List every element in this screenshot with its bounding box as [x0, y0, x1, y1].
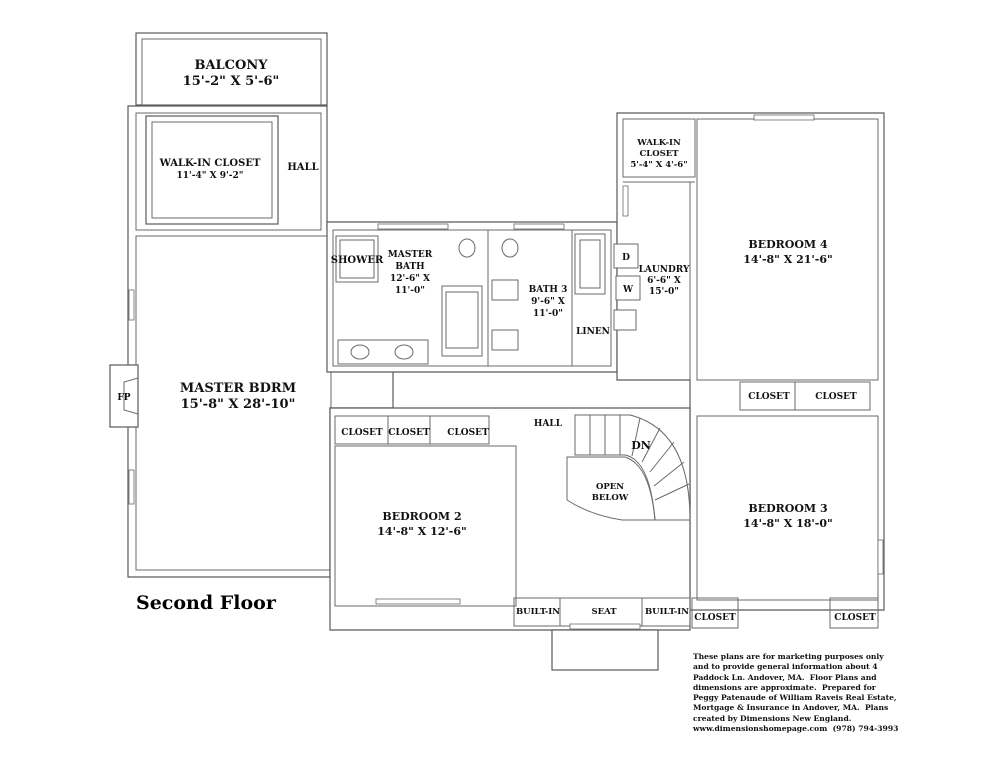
disclaimer-line: and to provide general information about… — [693, 662, 878, 672]
disclaimer-line: www.dimensionshomepage.com (978) 794-399… — [693, 724, 899, 734]
walkin-master-label: WALK-IN CLOSET — [159, 158, 261, 169]
open-below-line2: BELOW — [592, 493, 629, 503]
bedroom2-dims: 14'-8" X 12'-6" — [377, 525, 466, 538]
walkin-master-dims: 11'-4" X 9'-2" — [177, 171, 244, 181]
closet-b3-right-label: CLOSET — [834, 613, 876, 623]
walls — [109, 32, 885, 671]
builtin-right-label: BUILT-IN — [645, 607, 689, 617]
stair-label: DN — [631, 439, 651, 452]
seat-label: SEAT — [591, 607, 617, 617]
closet-2-label: CLOSET — [388, 428, 430, 438]
fixtures — [335, 233, 641, 365]
walkin-bed4-line2: CLOSET — [639, 149, 679, 159]
shower-label: SHOWER — [331, 255, 384, 266]
disclaimer-line: Peggy Patenaude of William Raveis Real E… — [693, 693, 897, 703]
master-bath-line1: MASTER — [388, 250, 433, 260]
closet-1-label: CLOSET — [341, 428, 383, 438]
bedroom3-label: BEDROOM 3 — [748, 502, 827, 515]
bedroom4-label: BEDROOM 4 — [748, 238, 828, 251]
bedroom2-label: BEDROOM 2 — [382, 510, 461, 523]
fireplace-label: FP — [117, 393, 130, 403]
disclaimer-line: Mortgage & Insurance in Andover, MA. Pla… — [693, 703, 889, 713]
floor-title: Second Floor — [136, 592, 277, 614]
disclaimer-line: These plans are for marketing purposes o… — [693, 652, 884, 661]
room-labels: BALCONY 15'-2" X 5'-6" WALK-IN CLOSET 11… — [117, 58, 876, 623]
hall-upper-label: HALL — [287, 162, 318, 173]
walkin-bed4-dims: 5'-4" X 4'-6" — [630, 160, 687, 170]
closet-3-label: CLOSET — [447, 428, 489, 438]
bedroom3-dims: 14'-8" X 18'-0" — [743, 517, 832, 530]
washer-label: W — [622, 285, 634, 295]
windows — [128, 114, 884, 630]
laundry-dims1: 6'-6" X — [647, 276, 681, 286]
walkin-bed4-line1: WALK-IN — [636, 138, 681, 148]
closet-b3-left-label: CLOSET — [694, 613, 736, 623]
balcony-dims: 15'-2" X 5'-6" — [183, 74, 280, 89]
stair — [566, 414, 691, 521]
master-bdrm-label: MASTER BDRM — [180, 381, 296, 396]
master-bath-dims1: 12'-6" X — [390, 274, 430, 284]
bath3-dims2: 11'-0" — [533, 309, 563, 319]
master-bath-line2: BATH — [395, 262, 425, 272]
open-below-line1: OPEN — [596, 482, 624, 492]
disclaimer-text: These plans are for marketing purposes o… — [693, 652, 953, 734]
closet-b4-right-label: CLOSET — [815, 392, 857, 402]
linen-label: LINEN — [576, 327, 610, 337]
dryer-label: D — [622, 253, 630, 263]
hall-main-label: HALL — [534, 419, 563, 429]
laundry-dims2: 15'-0" — [649, 287, 679, 297]
laundry-label: LAUNDRY — [639, 265, 690, 275]
disclaimer-line: Paddock Ln. Andover, MA. Floor Plans and — [693, 672, 877, 682]
disclaimer-line: dimensions are approximate. Prepared for — [693, 682, 876, 692]
bedroom4-dims: 14'-8" X 21'-6" — [743, 253, 832, 266]
disclaimer-line: created by Dimensions New England. — [693, 713, 852, 723]
master-bdrm-dims: 15'-8" X 28'-10" — [181, 397, 296, 412]
builtin-left-label: BUILT-IN — [516, 607, 560, 617]
bath3-label: BATH 3 — [529, 285, 568, 295]
master-bath-dims2: 11'-0" — [395, 286, 425, 296]
bath3-dims1: 9'-6" X — [531, 297, 565, 307]
balcony-label: BALCONY — [194, 58, 268, 73]
closet-b4-left-label: CLOSET — [748, 392, 790, 402]
